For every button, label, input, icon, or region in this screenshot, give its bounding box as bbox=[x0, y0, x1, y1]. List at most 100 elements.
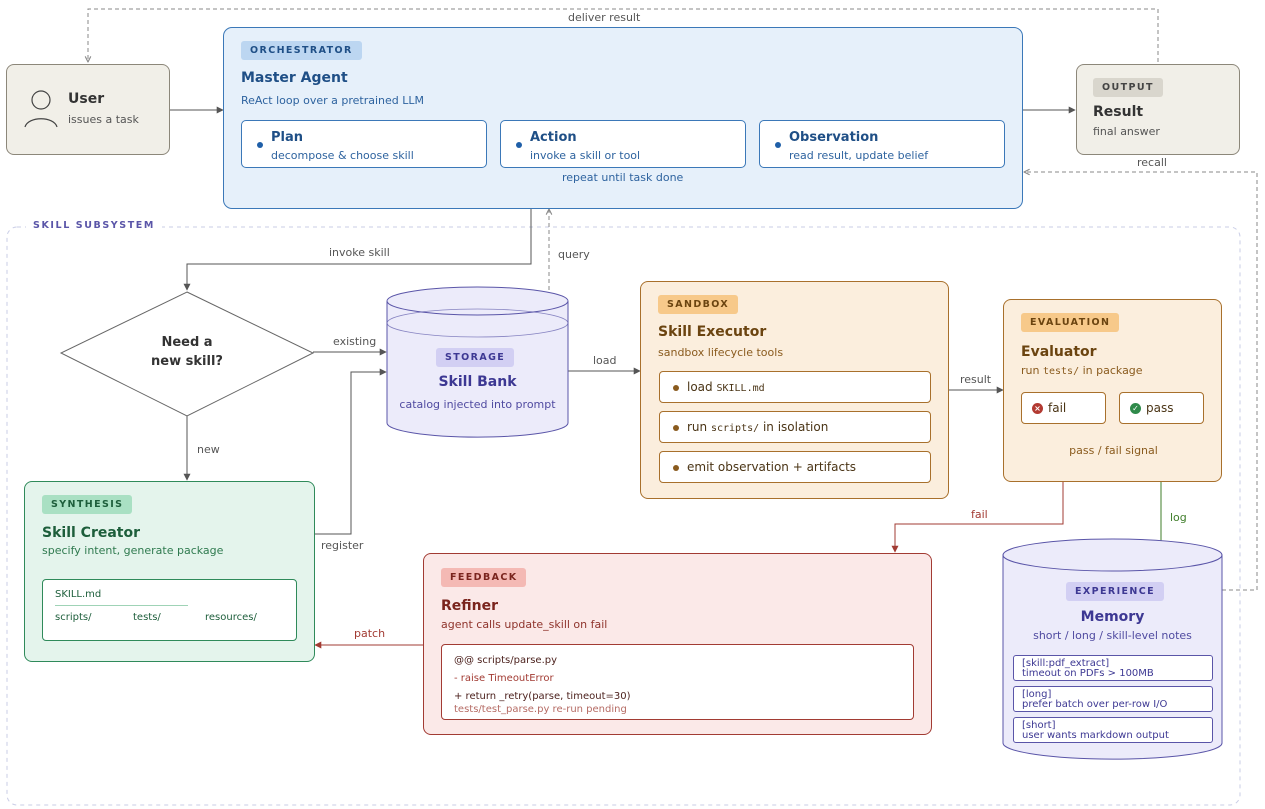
orchestrator-title: Master Agent bbox=[241, 70, 348, 86]
deliver-result-label: deliver result bbox=[568, 11, 641, 24]
pass-badge[interactable]: ✓ pass bbox=[1119, 392, 1204, 424]
memory-note-2[interactable]: [long] prefer batch over per-row I/O bbox=[1013, 686, 1213, 712]
memory-note-3-text: user wants markdown output bbox=[1022, 730, 1169, 741]
package-skill-md: SKILL.md bbox=[55, 589, 102, 600]
package-tests: tests/ bbox=[133, 612, 161, 623]
query-label: query bbox=[558, 248, 590, 261]
pass-check-icon: ✓ bbox=[1130, 403, 1141, 414]
memory-note-1-key: [skill:pdf_extract] bbox=[1022, 658, 1110, 669]
executor-item-run-text: run scripts/ in isolation bbox=[687, 420, 829, 434]
register-label: register bbox=[321, 539, 364, 552]
executor-title: Skill Executor bbox=[658, 324, 767, 340]
skill-bank-cylinder bbox=[386, 286, 569, 438]
observation-bullet-icon bbox=[775, 142, 781, 148]
existing-label: existing bbox=[333, 335, 377, 348]
orchestrator-subtitle: ReAct loop over a pretrained LLM bbox=[241, 94, 424, 107]
user-title: User bbox=[68, 91, 105, 107]
fail-icon: × bbox=[1032, 403, 1043, 414]
memory-note-3-key: [short] bbox=[1022, 720, 1056, 731]
invoke-skill-edge bbox=[183, 209, 532, 291]
skill-subsystem-label: SKILL SUBSYSTEM bbox=[26, 220, 162, 231]
result-label: result bbox=[960, 373, 992, 386]
new-label: new bbox=[197, 443, 220, 456]
refiner-title: Refiner bbox=[441, 598, 499, 614]
executor-item-emit-text: emit observation + artifacts bbox=[687, 460, 857, 474]
decision-diamond bbox=[59, 291, 315, 417]
skill-package-box[interactable]: SKILL.md scripts/ tests/ resources/ bbox=[42, 579, 297, 641]
evaluator-desc: run tests/ in package bbox=[1021, 364, 1143, 377]
orchestrator-node[interactable]: ORCHESTRATOR Master Agent ReAct loop ove… bbox=[223, 27, 1023, 209]
memory-title: Memory bbox=[1080, 609, 1145, 625]
output-node[interactable]: OUTPUT Result final answer bbox=[1076, 64, 1240, 155]
repeat-loop-label: repeat until task done bbox=[562, 171, 684, 184]
executor-item-load[interactable]: load SKILL.md bbox=[659, 371, 931, 403]
patch-label: patch bbox=[354, 627, 386, 640]
code-removed-line: - raise TimeoutError bbox=[454, 673, 554, 684]
output-desc: final answer bbox=[1093, 125, 1160, 138]
output-title: Result bbox=[1093, 104, 1144, 120]
user-node[interactable]: User issues a task bbox=[6, 64, 170, 155]
observation-title: Observation bbox=[789, 130, 879, 145]
skill-bank-title: Skill Bank bbox=[438, 374, 517, 390]
evaluator-node[interactable]: EVALUATION Evaluator run tests/ in packa… bbox=[1003, 299, 1222, 482]
observation-desc: read result, update belief bbox=[789, 149, 929, 162]
patch-code-box[interactable]: @@ scripts/parse.py - raise TimeoutError… bbox=[441, 644, 914, 720]
code-added-line: + return _retry(parse, timeout=30) bbox=[454, 691, 631, 702]
plan-desc: decompose & choose skill bbox=[271, 149, 414, 162]
bullet-icon bbox=[673, 385, 679, 391]
executor-desc: sandbox lifecycle tools bbox=[658, 346, 784, 359]
executor-item-run[interactable]: run scripts/ in isolation bbox=[659, 411, 931, 443]
memory-note-1[interactable]: [skill:pdf_extract] timeout on PDFs > 10… bbox=[1013, 655, 1213, 681]
recall-edge bbox=[1024, 172, 1258, 591]
code-header: @@ scripts/parse.py bbox=[454, 655, 558, 666]
decision-line-1: Need a bbox=[161, 335, 213, 350]
user-desc: issues a task bbox=[68, 113, 139, 126]
action-step[interactable]: Action invoke a skill or tool bbox=[500, 120, 746, 168]
executor-item-load-text: load SKILL.md bbox=[687, 380, 765, 394]
creator-title: Skill Creator bbox=[42, 525, 140, 541]
log-label: log bbox=[1170, 511, 1187, 524]
deliver-result-edge bbox=[88, 8, 1159, 62]
package-divider bbox=[55, 605, 188, 606]
package-resources: resources/ bbox=[205, 612, 257, 623]
evaluator-signal: pass / fail signal bbox=[1069, 444, 1158, 457]
invoke-skill-label: invoke skill bbox=[329, 246, 390, 259]
orchestrator-tag: ORCHESTRATOR bbox=[241, 41, 362, 60]
output-tag: OUTPUT bbox=[1093, 78, 1163, 97]
evaluator-title: Evaluator bbox=[1021, 344, 1097, 360]
fail-badge[interactable]: × fail bbox=[1021, 392, 1106, 424]
memory-note-2-key: [long] bbox=[1022, 689, 1052, 700]
executor-item-emit[interactable]: emit observation + artifacts bbox=[659, 451, 931, 483]
load-label: load bbox=[593, 354, 617, 367]
user-icon bbox=[24, 90, 58, 128]
plan-bullet-icon bbox=[257, 142, 263, 148]
skill-bank-tag: STORAGE bbox=[436, 348, 515, 367]
memory-desc: short / long / skill-level notes bbox=[1033, 629, 1192, 642]
refiner-tag: FEEDBACK bbox=[441, 568, 527, 587]
observation-step[interactable]: Observation read result, update belief bbox=[759, 120, 1005, 168]
action-desc: invoke a skill or tool bbox=[530, 149, 641, 162]
skill-bank-desc: catalog injected into prompt bbox=[399, 398, 556, 411]
decision-line-2: new skill? bbox=[151, 354, 223, 369]
decision-text: Need a new skill? bbox=[120, 333, 254, 371]
package-scripts: scripts/ bbox=[55, 612, 92, 623]
fail-badge-label: fail bbox=[1048, 401, 1067, 415]
bullet-icon bbox=[673, 465, 679, 471]
plan-title: Plan bbox=[271, 130, 304, 145]
action-title: Action bbox=[530, 130, 577, 145]
fail-label: fail bbox=[971, 508, 988, 521]
action-bullet-icon bbox=[516, 142, 522, 148]
evaluator-tag: EVALUATION bbox=[1021, 313, 1120, 332]
code-note: tests/test_parse.py re-run pending bbox=[454, 704, 627, 715]
memory-tag: EXPERIENCE bbox=[1066, 582, 1165, 601]
fail-edge bbox=[891, 482, 1064, 553]
register-edge bbox=[315, 368, 387, 535]
creator-desc: specify intent, generate package bbox=[42, 544, 224, 557]
memory-note-3[interactable]: [short] user wants markdown output bbox=[1013, 717, 1213, 743]
executor-tag: SANDBOX bbox=[658, 295, 739, 314]
recall-label: recall bbox=[1137, 156, 1167, 169]
pass-badge-label: pass bbox=[1146, 401, 1174, 415]
plan-step[interactable]: Plan decompose & choose skill bbox=[241, 120, 487, 168]
bullet-icon bbox=[673, 425, 679, 431]
memory-note-2-text: prefer batch over per-row I/O bbox=[1022, 699, 1168, 710]
